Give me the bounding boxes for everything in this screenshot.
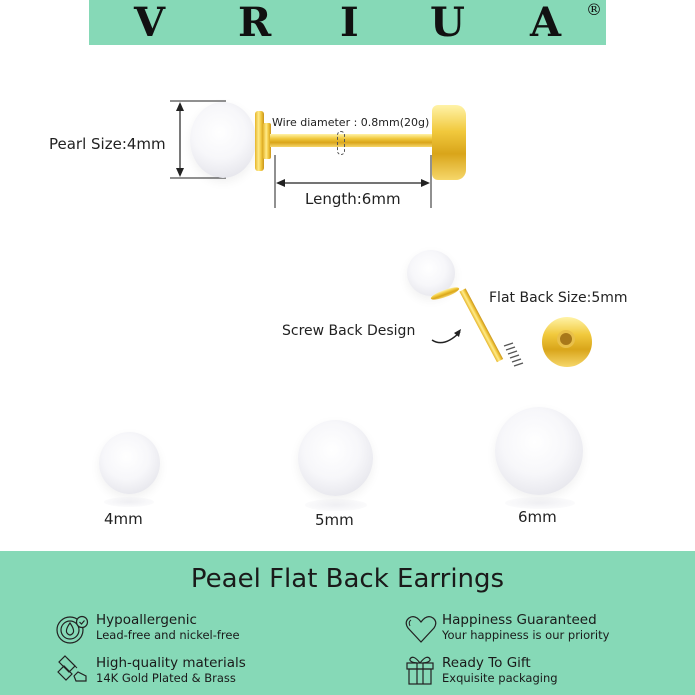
pearl-6mm-reflection [505, 497, 575, 509]
registered-mark: ® [586, 0, 602, 19]
product-title: Peael Flat Back Earrings [190, 564, 505, 594]
screw-back-label: Screw Back Design [282, 323, 416, 339]
pearl-cup [255, 111, 264, 171]
brand-letter-r: R [238, 0, 272, 46]
brand-letter-v: V [134, 0, 166, 46]
length-dimension-arrow [274, 155, 432, 208]
feature-hypoallergenic: Hypoallergenic Lead-free and nickel-free [96, 612, 240, 643]
length-label: Length:6mm [305, 190, 401, 208]
flat-back-disc [432, 105, 466, 180]
pearl-size-label: Pearl Size:4mm [49, 135, 166, 153]
feature-title: Hypoallergenic [96, 612, 197, 628]
gift-icon [406, 656, 434, 685]
feature-ready-to-gift: Ready To Gift Exquisite packaging [442, 655, 558, 686]
screw-thread [503, 342, 524, 367]
pearl-size-dimension-arrow [170, 100, 226, 179]
size-label-6mm: 6mm [518, 508, 557, 526]
hypoallergenic-drop-icon [56, 615, 89, 644]
features-banner [0, 551, 695, 695]
feature-happiness-guaranteed: Happiness Guaranteed Your happiness is o… [442, 612, 609, 643]
pearl-6mm [495, 407, 583, 495]
earring-post [270, 134, 436, 147]
size-label-4mm: 4mm [104, 510, 143, 528]
feature-subtitle: Your happiness is our priority [442, 628, 610, 642]
feature-title: Happiness Guaranteed [442, 612, 597, 628]
brand-letter-i: I [340, 0, 359, 46]
heart-icon [405, 616, 437, 643]
pearl-5mm-reflection [305, 499, 367, 511]
brand-letter-a: A [530, 0, 562, 46]
feature-subtitle: Exquisite packaging [442, 671, 558, 685]
brand-banner [89, 0, 606, 45]
flat-back-size-label: Flat Back Size:5mm [489, 290, 628, 306]
gold-bars-icon [57, 655, 87, 682]
pearl-collar [263, 123, 271, 159]
curved-arrow-icon [431, 329, 461, 344]
feature-high-quality-materials: High-quality materials 14K Gold Plated &… [96, 655, 246, 686]
flat-back-hole [557, 330, 575, 348]
brand-letter-u: U [430, 0, 465, 46]
pearl-4mm [99, 432, 160, 494]
wire-diameter-label: Wire diameter : 0.8mm(20g) [272, 116, 430, 129]
feature-subtitle: 14K Gold Plated & Brass [96, 671, 236, 685]
feature-subtitle: Lead-free and nickel-free [96, 628, 240, 642]
pearl-5mm [298, 420, 373, 496]
pearl-4mm-side [190, 102, 256, 178]
feature-title: Ready To Gift [442, 655, 531, 671]
wire-diameter-indicator [337, 131, 345, 155]
size-label-5mm: 5mm [315, 511, 354, 529]
feature-title: High-quality materials [96, 655, 246, 671]
pearl-4mm-reflection [104, 497, 154, 507]
